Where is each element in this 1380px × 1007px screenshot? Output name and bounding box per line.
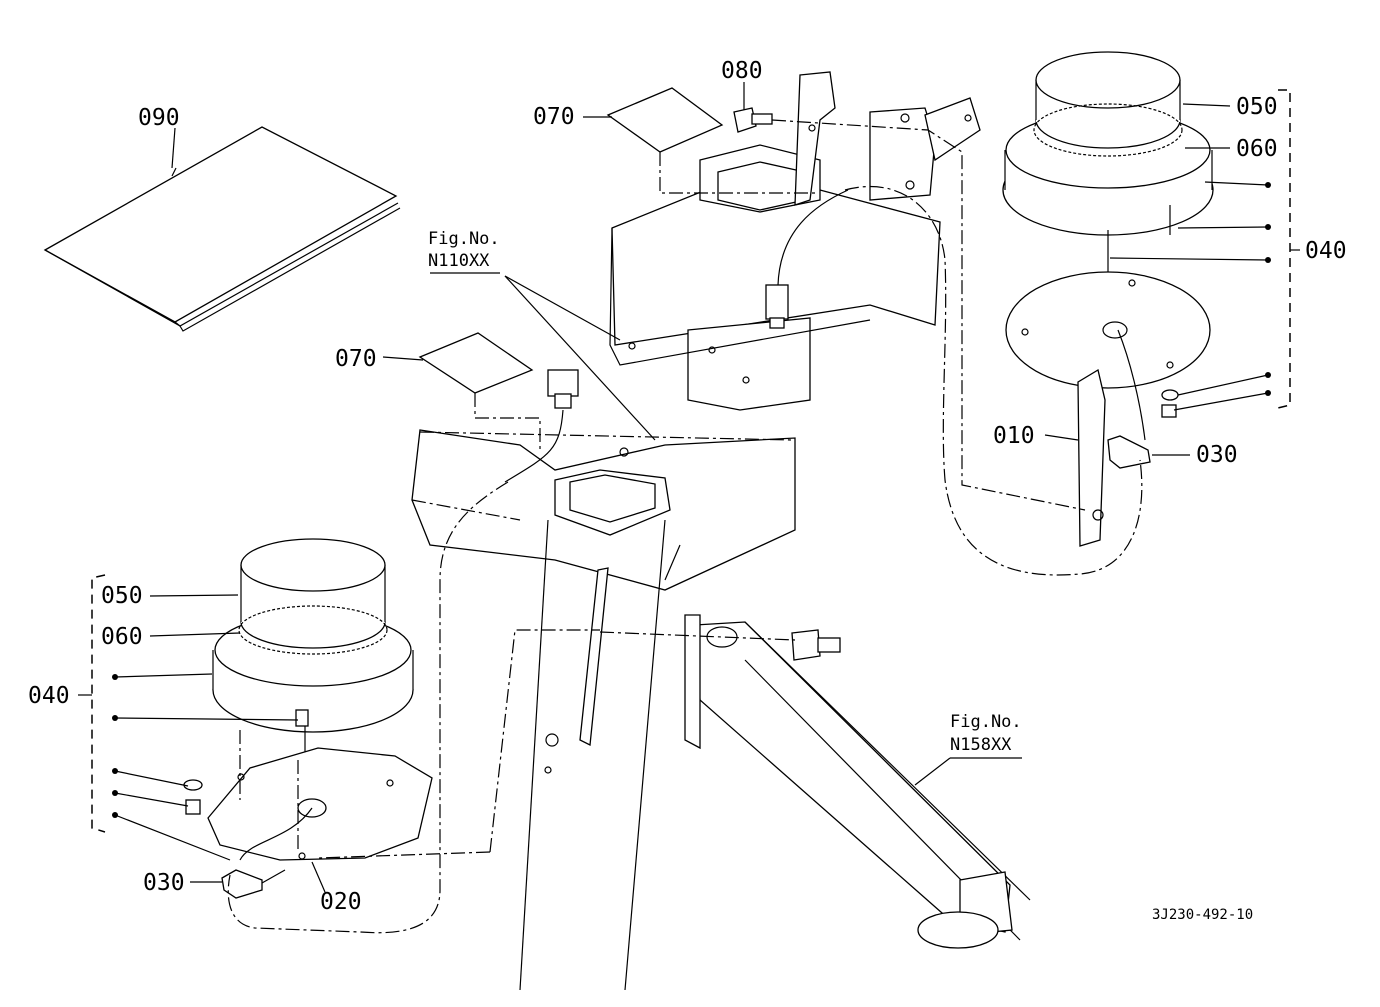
fig-ref-1-number: N110XX [428, 251, 490, 271]
leader-lines [78, 82, 1300, 893]
label-010: 010 [993, 423, 1035, 449]
arm-part [684, 614, 1031, 949]
group-bracket-left [91, 574, 106, 833]
fig-ref-2-number: N158XX [950, 735, 1012, 755]
label-070-top: 070 [533, 104, 575, 130]
manual-sheet-part [43, 126, 401, 332]
group-bracket-right [1277, 89, 1291, 409]
label-020: 020 [320, 889, 362, 915]
label-040-left: 040 [28, 683, 70, 709]
beacon-right-part [1002, 51, 1214, 418]
connector-center-part [504, 369, 579, 483]
beacon-left-part [183, 538, 433, 899]
label-pad-top-part [606, 87, 724, 153]
bracket-010-part [1077, 329, 1151, 547]
label-030-right: 030 [1196, 442, 1238, 468]
fig-ref-1-title: Fig.No. [428, 229, 500, 249]
connection-lines [227, 119, 1143, 934]
label-030-left: 030 [143, 870, 185, 896]
label-060-right: 060 [1236, 136, 1278, 162]
label-090: 090 [138, 105, 180, 131]
label-050-right: 050 [1236, 94, 1278, 120]
central-post-part [411, 429, 796, 991]
label-050-left: 050 [101, 583, 143, 609]
fig-ref-2-title: Fig.No. [950, 712, 1022, 732]
upper-frame-part [609, 71, 981, 411]
connector-upper-part [765, 189, 849, 329]
label-080: 080 [721, 58, 763, 84]
label-070-mid: 070 [335, 346, 377, 372]
label-060-left: 060 [101, 624, 143, 650]
label-pad-mid-part [418, 332, 534, 394]
group-dots [112, 182, 1271, 818]
drawing-code: 3J230-492-10 [1152, 907, 1253, 923]
label-040-right: 040 [1305, 238, 1347, 264]
bolt-080-part [733, 107, 773, 133]
